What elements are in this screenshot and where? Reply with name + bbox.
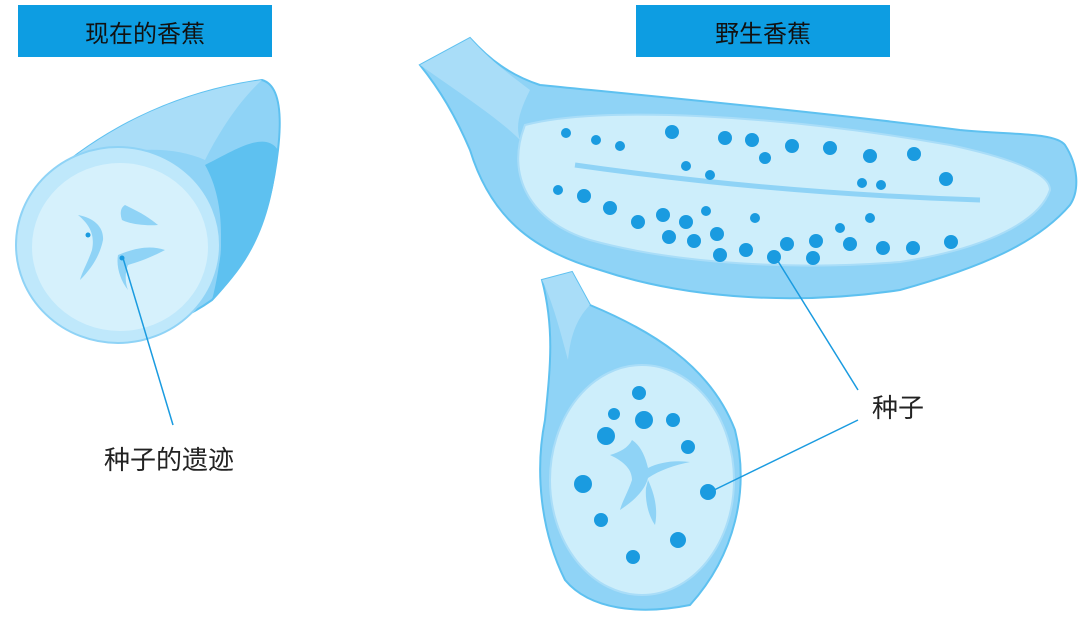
wild-banana-seed-7 bbox=[785, 139, 799, 153]
wild-banana-seed-4 bbox=[665, 125, 679, 139]
wild-banana-cross-seed-4 bbox=[666, 413, 680, 427]
wild-banana-seed-32 bbox=[809, 234, 823, 248]
modern-banana-core-1 bbox=[78, 215, 104, 280]
wild-banana-core-line bbox=[574, 162, 981, 203]
wild-banana-seed-33 bbox=[843, 237, 857, 251]
wild-banana-cross-stem bbox=[542, 272, 590, 360]
seed-leader-line-2 bbox=[709, 419, 859, 493]
wild-banana-stem bbox=[420, 38, 530, 140]
wild-banana-long-section bbox=[418, 36, 1078, 391]
wild-banana-seed-39 bbox=[806, 251, 820, 265]
wild-banana-seed-5 bbox=[718, 131, 732, 145]
wild-banana-seeds bbox=[553, 125, 958, 265]
wild-banana-seed-11 bbox=[759, 152, 771, 164]
modern-banana-illustration bbox=[15, 78, 281, 426]
wild-banana-cross-core bbox=[610, 440, 690, 510]
wild-banana-seed-15 bbox=[876, 180, 886, 190]
wild-banana-seed-19 bbox=[603, 201, 617, 215]
wild-banana-seed-3 bbox=[615, 141, 625, 151]
wild-banana-cross-seed-6 bbox=[681, 440, 695, 454]
wild-banana-seed-29 bbox=[710, 227, 724, 241]
seed-remnant-leader-line bbox=[122, 257, 174, 426]
modern-banana-peel-side bbox=[205, 141, 278, 300]
wild-banana-seed-30 bbox=[739, 243, 753, 257]
wild-banana-seed-25 bbox=[835, 223, 845, 233]
modern-banana-core-3 bbox=[117, 247, 165, 290]
wild-banana-seed-23 bbox=[701, 206, 711, 216]
wild-banana-cross-seed-5 bbox=[597, 427, 615, 445]
modern-banana-title-text: 现在的香蕉 bbox=[85, 19, 205, 48]
wild-banana-cross-seed-9 bbox=[594, 513, 608, 527]
wild-banana-cross-seed-2 bbox=[608, 408, 620, 420]
wild-banana-seed-22 bbox=[679, 215, 693, 229]
seed-leader-line-1 bbox=[775, 257, 859, 391]
wild-banana-seed-10 bbox=[907, 147, 921, 161]
wild-banana-title-text: 野生香蕉 bbox=[715, 19, 811, 48]
wild-banana-seed-18 bbox=[577, 189, 591, 203]
wild-banana-seed-24 bbox=[750, 213, 760, 223]
wild-banana-cross-seeds bbox=[574, 386, 716, 564]
wild-banana-seed-6 bbox=[745, 133, 759, 147]
seed-remnant-label: 种子的遗迹 bbox=[104, 446, 235, 476]
wild-banana-seed-17 bbox=[553, 185, 563, 195]
wild-banana-seed-20 bbox=[631, 215, 645, 229]
wild-banana-seed-9 bbox=[863, 149, 877, 163]
wild-banana-cross-seed-11 bbox=[626, 550, 640, 564]
wild-banana-seed-2 bbox=[591, 135, 601, 145]
wild-banana-cross-seed-1 bbox=[632, 386, 646, 400]
wild-banana-title: 野生香蕉 bbox=[636, 5, 890, 57]
wild-banana-cross-seed-10 bbox=[670, 532, 686, 548]
wild-banana-seed-28 bbox=[687, 234, 701, 248]
wild-banana-seed-1 bbox=[561, 128, 571, 138]
wild-banana-seed-35 bbox=[906, 241, 920, 255]
wild-banana-seed-27 bbox=[662, 230, 676, 244]
wild-banana-seed-21 bbox=[656, 208, 670, 222]
modern-banana-seed-dot-1 bbox=[85, 232, 91, 238]
wild-banana-seed-37 bbox=[713, 248, 727, 262]
wild-banana-cross-core-2 bbox=[645, 480, 657, 525]
wild-banana-cross-seed-8 bbox=[700, 484, 716, 500]
modern-banana-flesh bbox=[32, 163, 208, 331]
wild-banana-seed-34 bbox=[876, 241, 890, 255]
wild-banana-seed-16 bbox=[939, 172, 953, 186]
modern-banana-title: 现在的香蕉 bbox=[18, 5, 272, 57]
wild-banana-seed-13 bbox=[705, 170, 715, 180]
wild-banana-seed-14 bbox=[857, 178, 867, 188]
wild-banana-cross-seed-3 bbox=[635, 411, 653, 429]
wild-banana-seed-36 bbox=[944, 235, 958, 249]
wild-banana-seed-8 bbox=[823, 141, 837, 155]
wild-banana-seed-31 bbox=[780, 237, 794, 251]
wild-banana-cross-seed-7 bbox=[574, 475, 592, 493]
modern-banana-peel-top bbox=[40, 80, 262, 185]
seed-label: 种子 bbox=[872, 394, 925, 424]
wild-banana-seed-12 bbox=[681, 161, 691, 171]
wild-banana-cross-section bbox=[539, 270, 859, 611]
modern-banana-core-2 bbox=[120, 205, 158, 226]
wild-banana-seed-26 bbox=[865, 213, 875, 223]
